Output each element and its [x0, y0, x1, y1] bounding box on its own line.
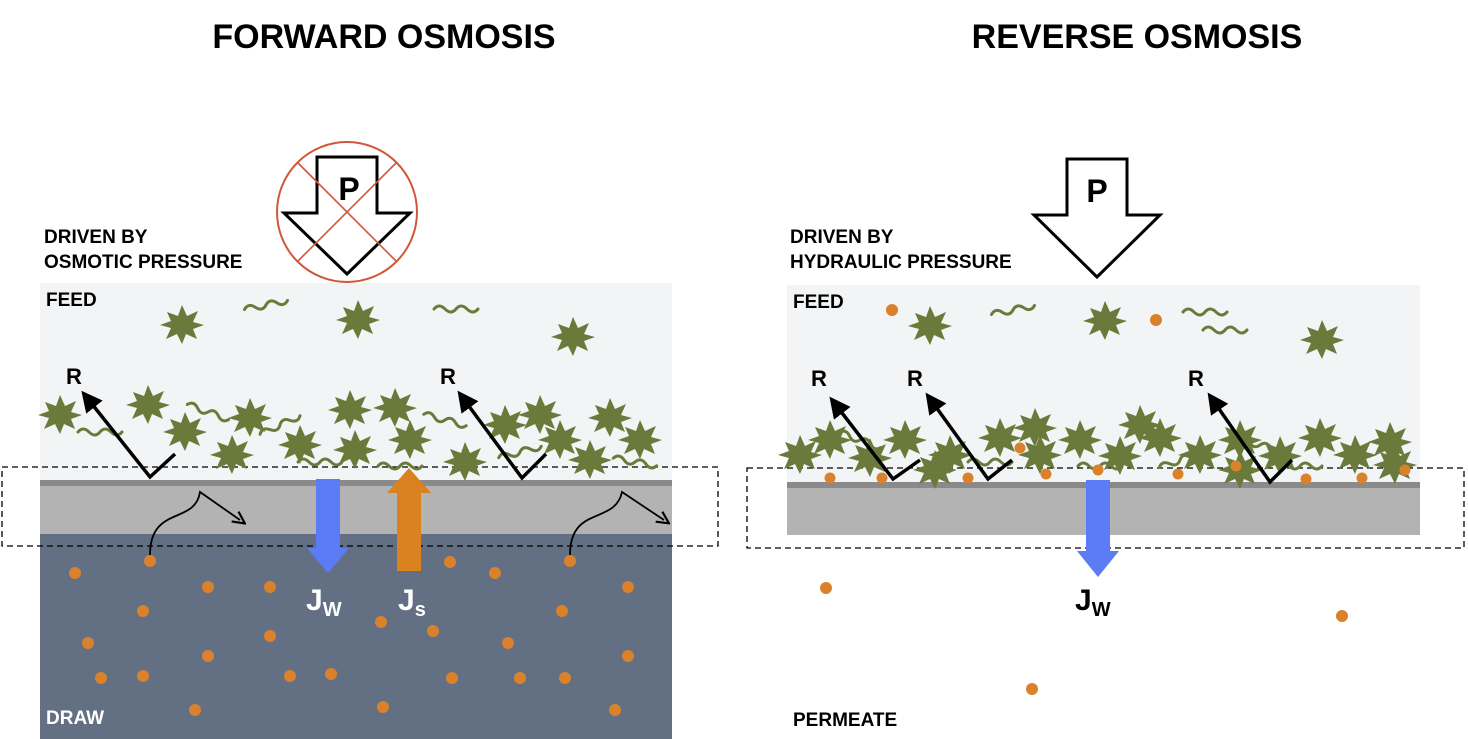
fo-reflect-label-2: R — [440, 364, 456, 389]
fo-draw-label: DRAW — [46, 708, 104, 729]
ro-pressure-label: P — [1086, 173, 1107, 209]
fo-driver-line1: DRIVEN BY — [44, 227, 148, 248]
fo-reflect-label-1: R — [66, 364, 82, 389]
ro-water-flux-label: JW — [1075, 584, 1111, 621]
forward-osmosis-panel: FORWARD OSMOSIS DRIVEN BY OSMOTIC PRESSU… — [1, 18, 719, 739]
fo-pressure-label: P — [338, 171, 359, 207]
ro-reflect-label-1: R — [811, 366, 827, 391]
fo-water-flux-arrow — [307, 479, 349, 573]
ro-reflect-label-3: R — [1188, 366, 1204, 391]
ro-feed-label: FEED — [793, 292, 844, 313]
fo-no-pressure-icon: P — [276, 141, 418, 283]
fo-membrane-outline — [1, 466, 719, 547]
ro-reflection-arrows: R R R — [811, 366, 1294, 485]
ro-surface-solutes — [824, 442, 1411, 485]
ro-driver-line1: DRIVEN BY — [790, 227, 894, 248]
fo-solute-flux-label: Js — [398, 584, 426, 621]
forward-title: FORWARD OSMOSIS — [212, 18, 555, 56]
fo-water-flux-label: JW — [306, 584, 342, 621]
fo-solute-paths — [149, 490, 664, 556]
ro-driver-line2: HYDRAULIC PRESSURE — [790, 252, 1012, 273]
fo-driver-line2: OSMOTIC PRESSURE — [44, 252, 242, 273]
reverse-osmosis-panel: REVERSE OSMOSIS DRIVEN BY HYDRAULIC PRES… — [746, 18, 1465, 731]
ro-reflect-label-2: R — [907, 366, 923, 391]
ro-permeate-solutes — [820, 304, 1348, 695]
ro-permeate-label: PERMEATE — [793, 710, 897, 731]
reverse-title: REVERSE OSMOSIS — [972, 18, 1303, 56]
fo-membrane-skin — [40, 480, 672, 486]
fo-membrane — [40, 482, 672, 534]
ro-water-flux-arrow — [1077, 480, 1119, 577]
fo-solute-flux-arrow — [387, 468, 431, 571]
fo-reflection-arrows: R R — [66, 364, 548, 481]
ro-pressure-icon: P — [1030, 157, 1164, 280]
fo-draw-solutes — [69, 555, 634, 716]
fo-feed-label: FEED — [46, 290, 97, 311]
fo-draw-region — [40, 534, 672, 739]
